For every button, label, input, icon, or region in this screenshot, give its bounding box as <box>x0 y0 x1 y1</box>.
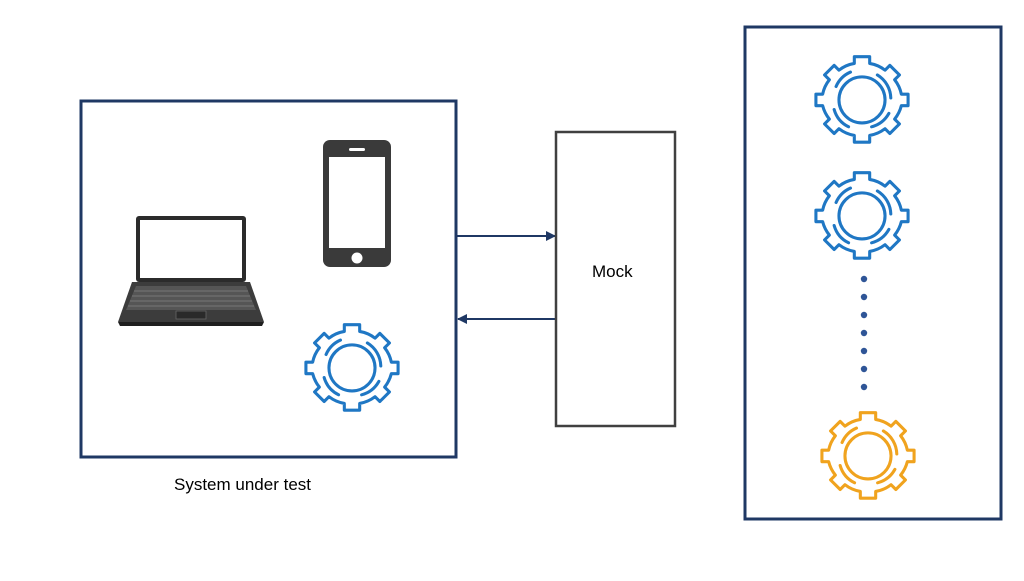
system-under-test-label: System under test <box>174 475 312 494</box>
ellipsis-dots <box>860 275 868 391</box>
mock-label: Mock <box>592 262 633 281</box>
gear-icon <box>304 323 400 412</box>
smartphone-icon <box>323 140 391 267</box>
mock-box <box>554 130 677 428</box>
services-panel <box>743 25 1003 521</box>
gear-icon <box>814 171 910 260</box>
laptop-icon <box>118 216 264 326</box>
gear-icon <box>820 411 916 500</box>
gear-icon <box>814 55 910 144</box>
system-under-test-box <box>79 99 458 459</box>
